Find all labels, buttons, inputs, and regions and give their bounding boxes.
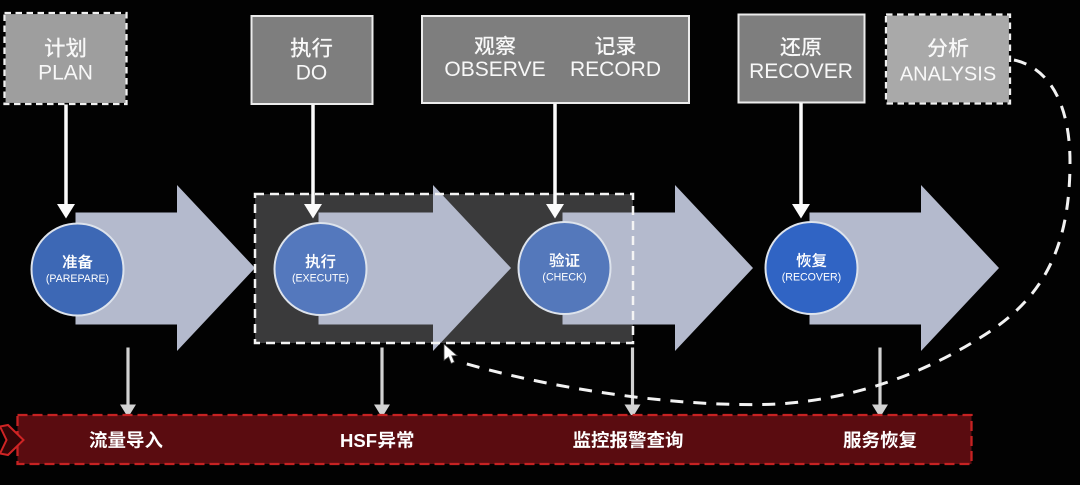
svg-text:HSF: HSF — [340, 430, 377, 451]
svg-text:(CHECK): (CHECK) — [542, 272, 586, 284]
svg-text:PLAN: PLAN — [38, 62, 93, 85]
svg-text:(RECOVER): (RECOVER) — [782, 272, 841, 284]
svg-text:ANALYSIS: ANALYSIS — [900, 64, 996, 86]
svg-text:DO: DO — [296, 62, 328, 85]
svg-text:RECORD: RECORD — [570, 58, 661, 81]
svg-text:(PAREPARE): (PAREPARE) — [46, 273, 109, 285]
svg-text:RECOVER: RECOVER — [749, 60, 853, 83]
svg-text:(EXECUTE): (EXECUTE) — [292, 273, 349, 285]
svg-text:OBSERVE: OBSERVE — [444, 58, 545, 81]
